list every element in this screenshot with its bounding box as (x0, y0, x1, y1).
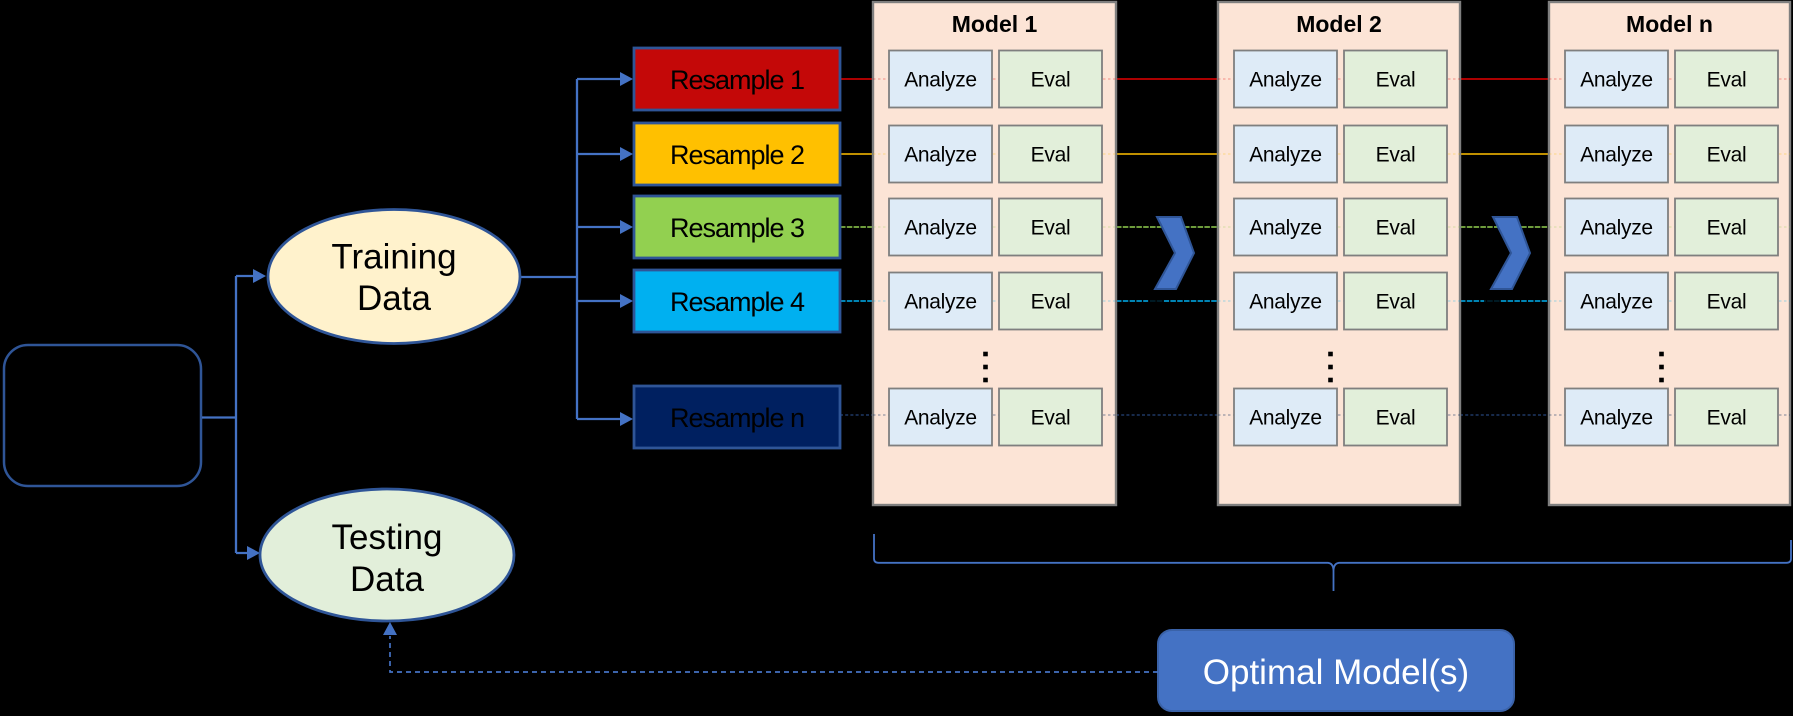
svg-text:Model n: Model n (1626, 11, 1713, 37)
svg-text:Resample n: Resample n (670, 403, 804, 433)
svg-text:Analyze: Analyze (1580, 217, 1653, 240)
svg-text:Eval: Eval (1376, 217, 1416, 240)
svg-text:Analyze: Analyze (904, 291, 977, 314)
svg-text:Analyze: Analyze (1249, 291, 1322, 314)
svg-text:Eval: Eval (1707, 144, 1747, 167)
svg-text:Resample 4: Resample 4 (670, 287, 805, 317)
svg-text:Training: Training (331, 238, 456, 277)
svg-text:Eval: Eval (1707, 291, 1747, 314)
svg-text:Analyze: Analyze (904, 407, 977, 430)
svg-text:Analyze: Analyze (1580, 291, 1653, 314)
svg-text:Testing: Testing (332, 518, 443, 557)
svg-text:Eval: Eval (1031, 291, 1071, 314)
svg-text:Analyze: Analyze (904, 144, 977, 167)
svg-text:Model 2: Model 2 (1296, 11, 1382, 37)
svg-text:Eval: Eval (1031, 407, 1071, 430)
svg-text:Eval: Eval (1707, 407, 1747, 430)
svg-text:Analyze: Analyze (1249, 407, 1322, 430)
svg-text:Analyze: Analyze (904, 69, 977, 92)
svg-text:Data: Data (357, 279, 431, 318)
svg-text:Analyze: Analyze (1249, 69, 1322, 92)
svg-text:Eval: Eval (1031, 144, 1071, 167)
svg-text:Analyze: Analyze (904, 217, 977, 240)
svg-text:Eval: Eval (1376, 407, 1416, 430)
svg-text:Analyze: Analyze (1580, 69, 1653, 92)
svg-text:Eval: Eval (1376, 144, 1416, 167)
svg-text:Model 1: Model 1 (952, 11, 1038, 37)
svg-text:Eval: Eval (1707, 69, 1747, 92)
svg-text:Resample 3: Resample 3 (670, 213, 804, 243)
svg-text:Resample 1: Resample 1 (670, 65, 804, 95)
svg-text:Optimal Model(s): Optimal Model(s) (1203, 653, 1469, 692)
svg-text:Analyze: Analyze (1580, 144, 1653, 167)
svg-text:Eval: Eval (1031, 217, 1071, 240)
svg-text:Data: Data (350, 560, 424, 599)
svg-text:Analyze: Analyze (1580, 407, 1653, 430)
svg-text:Eval: Eval (1376, 291, 1416, 314)
svg-text:Eval: Eval (1376, 69, 1416, 92)
svg-text:Analyze: Analyze (1249, 217, 1322, 240)
svg-text:Resample 2: Resample 2 (670, 140, 804, 170)
svg-text:Eval: Eval (1031, 69, 1071, 92)
svg-text:Analyze: Analyze (1249, 144, 1322, 167)
svg-text:Eval: Eval (1707, 217, 1747, 240)
